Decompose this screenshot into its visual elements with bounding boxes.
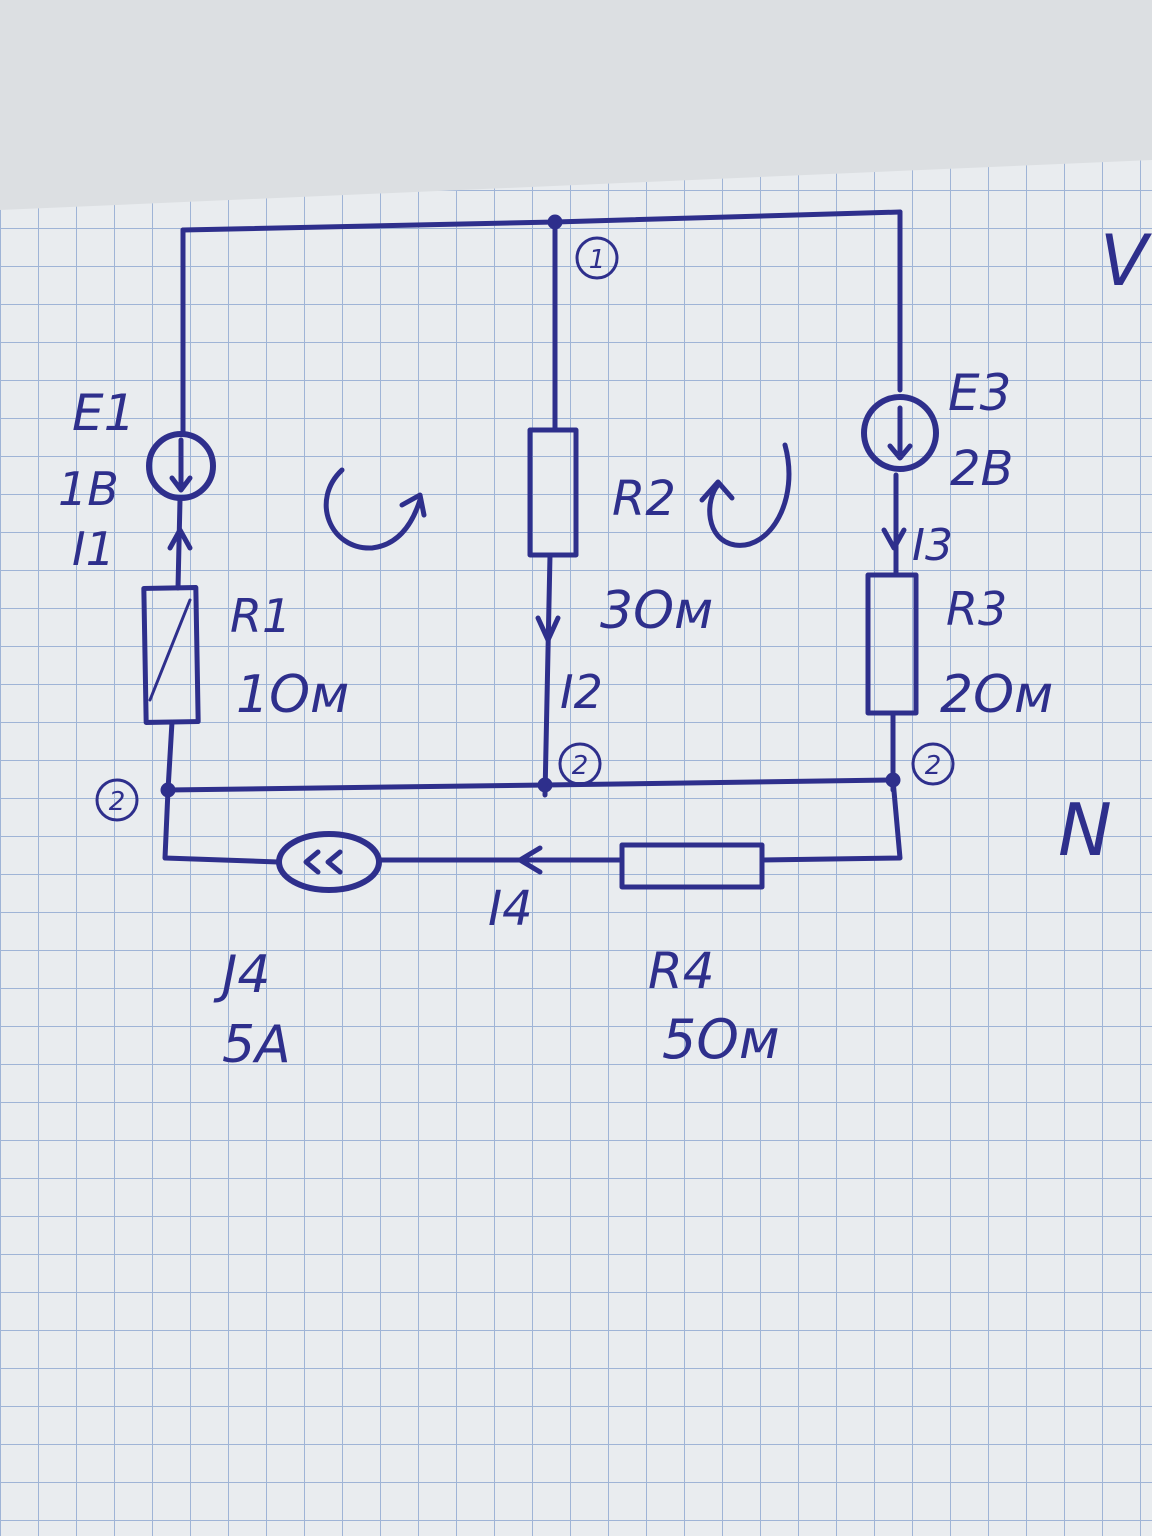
r2-name: R2 <box>612 471 676 527</box>
junction-dot <box>537 777 553 793</box>
loop-arrow-icon <box>399 492 427 518</box>
circuit-wires <box>95 209 955 893</box>
voltage-source-icon <box>169 437 193 493</box>
e3-value: 2B <box>950 441 1013 497</box>
r1-value: 1Ом <box>236 665 349 725</box>
current-arrow-icon <box>881 527 907 551</box>
current-arrow-icon <box>535 615 561 643</box>
loop-arrow-icon <box>707 442 792 548</box>
node-label-2-middle: 2 <box>572 751 589 781</box>
lower-loop-left <box>162 787 281 865</box>
resistor-r2 <box>527 427 579 558</box>
junction-dot <box>547 214 563 230</box>
j4-name: J4 <box>213 945 270 1005</box>
r4-name: R4 <box>648 942 715 1000</box>
paper-sheet <box>0 160 1152 1536</box>
resistor-r1-hatch <box>148 598 192 702</box>
e3-name: E3 <box>948 364 1011 422</box>
e1-name: E1 <box>72 384 135 442</box>
node-label-2-left: 2 <box>109 787 126 817</box>
left-branch-mid <box>175 497 183 591</box>
edge-mark-top-right: V <box>1100 220 1152 302</box>
current-source-icon <box>303 849 343 875</box>
loop-arrow-icon <box>323 467 423 551</box>
voltage-source-e3 <box>861 394 939 472</box>
node-marker-1 <box>575 236 619 280</box>
lower-loop-right <box>759 777 903 863</box>
junction-dot <box>160 782 176 798</box>
voltage-source-e1 <box>146 431 216 501</box>
left-branch-lower <box>165 719 175 793</box>
junction-dot <box>885 772 901 788</box>
current-arrow-icon <box>167 527 193 551</box>
resistor-r3 <box>865 572 919 716</box>
current-arrow-icon <box>517 845 543 875</box>
voltage-source-icon <box>887 405 913 461</box>
i4-label: I4 <box>488 881 533 937</box>
middle-branch-lower <box>542 552 553 798</box>
j4-value: 5A <box>222 1015 291 1075</box>
i2-label: I2 <box>560 665 603 719</box>
i3-label: I3 <box>912 520 953 571</box>
node-marker-2-right <box>911 742 955 786</box>
resistor-r4 <box>619 842 765 890</box>
i1-label: I1 <box>72 522 115 576</box>
r4-value: 5Ом <box>662 1008 780 1071</box>
edge-mark-right: N <box>1058 788 1112 872</box>
r3-value: 2Ом <box>940 665 1053 725</box>
node-marker-2-left <box>95 778 139 822</box>
r3-name: R3 <box>946 582 1007 636</box>
current-source-j4 <box>276 831 382 893</box>
resistor-r1 <box>141 585 201 725</box>
loop-arrow-icon <box>699 479 735 503</box>
r2-value: 3Ом <box>600 581 713 641</box>
node-label-2-right: 2 <box>925 751 942 781</box>
node-label-1: 1 <box>589 245 606 275</box>
e1-value: 1B <box>58 462 119 516</box>
r1-name: R1 <box>230 589 291 643</box>
node-marker-2-middle <box>558 742 602 786</box>
